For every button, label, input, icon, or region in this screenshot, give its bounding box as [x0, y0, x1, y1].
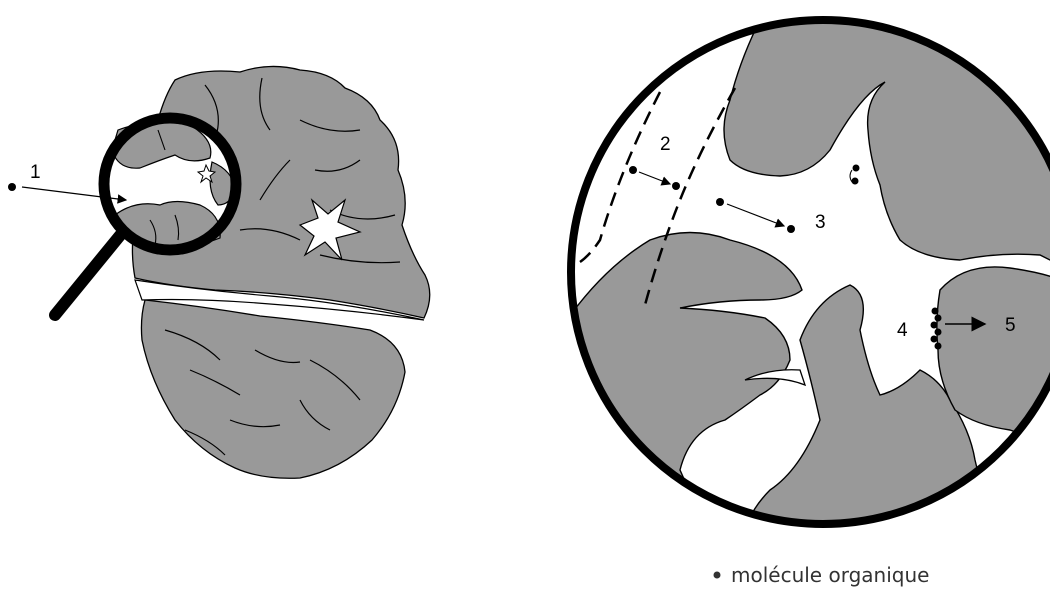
step5-label: 5: [1005, 315, 1016, 336]
step3-molecule-start: [716, 198, 724, 206]
step2-molecule-end: [672, 182, 680, 190]
step3-molecule-end: [787, 225, 795, 233]
step3-label: 3: [815, 212, 826, 233]
aggregate-lower-mass: [141, 300, 405, 478]
step1-molecule: [8, 183, 16, 191]
legend-molecule-icon: [714, 572, 721, 579]
legend-text: molécule organique: [731, 563, 929, 587]
step2-label: 2: [660, 134, 671, 155]
legend: molécule organique: [714, 563, 930, 587]
step1-label: 1: [30, 162, 41, 183]
magnifier-handle: [55, 233, 122, 315]
step4-label: 4: [897, 320, 908, 341]
zoom-view: 2 3 4 5: [560, 20, 1050, 560]
step2-molecule-start: [629, 166, 637, 174]
